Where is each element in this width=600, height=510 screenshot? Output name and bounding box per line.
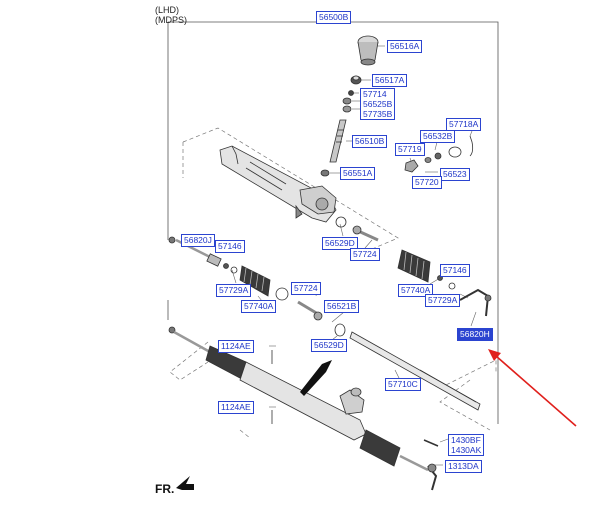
part-label-57146-left[interactable]: 57146 (215, 240, 245, 253)
part-label-56820h-highlighted[interactable]: 56820H (457, 328, 493, 341)
part-label-57724-middle[interactable]: 57724 (291, 282, 321, 295)
part-label-57740a-right[interactable]: 57740A (398, 284, 434, 297)
lower-gear-assembly (168, 326, 439, 491)
yoke-parts (404, 135, 474, 173)
pinion-seal (342, 75, 362, 113)
part-label-56521b[interactable]: 56521B (324, 300, 360, 313)
pinion-cap (357, 35, 379, 66)
middle-inner-rod (297, 300, 346, 337)
part-label-group-57714: 57714 56525B 57735B (360, 88, 396, 120)
part-label-56532b[interactable]: 56532B (420, 130, 456, 143)
part-label-56529d-lower[interactable]: 56529D (311, 339, 347, 352)
part-label-57740a-left[interactable]: 57740A (241, 300, 277, 313)
pinion-shaft (329, 119, 347, 163)
part-label-57146-right[interactable]: 57146 (440, 264, 470, 277)
part-label-57710c[interactable]: 57710C (385, 378, 421, 391)
part-label-56525b[interactable]: 56525B (363, 99, 393, 109)
front-direction-arrow (176, 476, 194, 490)
part-label-1313da[interactable]: 1313DA (445, 460, 482, 473)
left-bellows-boot (239, 265, 289, 301)
part-label-57729a-right[interactable]: 57729A (425, 294, 461, 307)
part-label-56529d-upper[interactable]: 56529D (322, 237, 358, 250)
right-tie-rod-end (437, 275, 492, 317)
assembly-outline-dashed (169, 127, 497, 439)
part-label-56516a[interactable]: 56516A (387, 40, 423, 53)
rack-bar (349, 331, 481, 411)
part-label-1430ak[interactable]: 1430AK (451, 445, 482, 455)
right-bellows-boot (397, 249, 431, 283)
part-label-1124ae-upper[interactable]: 1124AE (218, 340, 254, 353)
section-pointer-arrow (300, 360, 332, 396)
part-label-57729a-left[interactable]: 57729A (216, 284, 252, 297)
part-label-56510b[interactable]: 56510B (352, 135, 388, 148)
small-nut (320, 169, 330, 177)
left-tie-rod-end (168, 236, 238, 274)
upper-gear-housing (219, 145, 337, 223)
part-label-1124ae-lower[interactable]: 1124AE (218, 401, 254, 414)
red-callout-arrow (488, 349, 577, 427)
part-label-57720[interactable]: 57720 (412, 176, 442, 189)
header-mdps: (MDPS) (155, 15, 187, 25)
part-label-56551a[interactable]: 56551A (340, 167, 376, 180)
header-lhd: (LHD) (155, 5, 179, 15)
part-label-56820j[interactable]: 56820J (181, 234, 215, 247)
part-label-57714[interactable]: 57714 (363, 89, 387, 99)
part-label-57719[interactable]: 57719 (395, 143, 425, 156)
upper-inner-rod (335, 216, 379, 242)
part-label-1430bf[interactable]: 1430BF (451, 435, 481, 445)
part-label-56523[interactable]: 56523 (440, 168, 470, 181)
part-label-57724-upper[interactable]: 57724 (350, 248, 380, 261)
part-label-56517a[interactable]: 56517A (372, 74, 408, 87)
part-label-group-1430: 1430BF 1430AK (448, 434, 485, 456)
part-label-56500b[interactable]: 56500B (316, 11, 352, 24)
part-label-57735b[interactable]: 57735B (363, 109, 393, 119)
front-direction-label: FR. (155, 482, 175, 496)
part-label-57718a[interactable]: 57718A (446, 118, 482, 131)
